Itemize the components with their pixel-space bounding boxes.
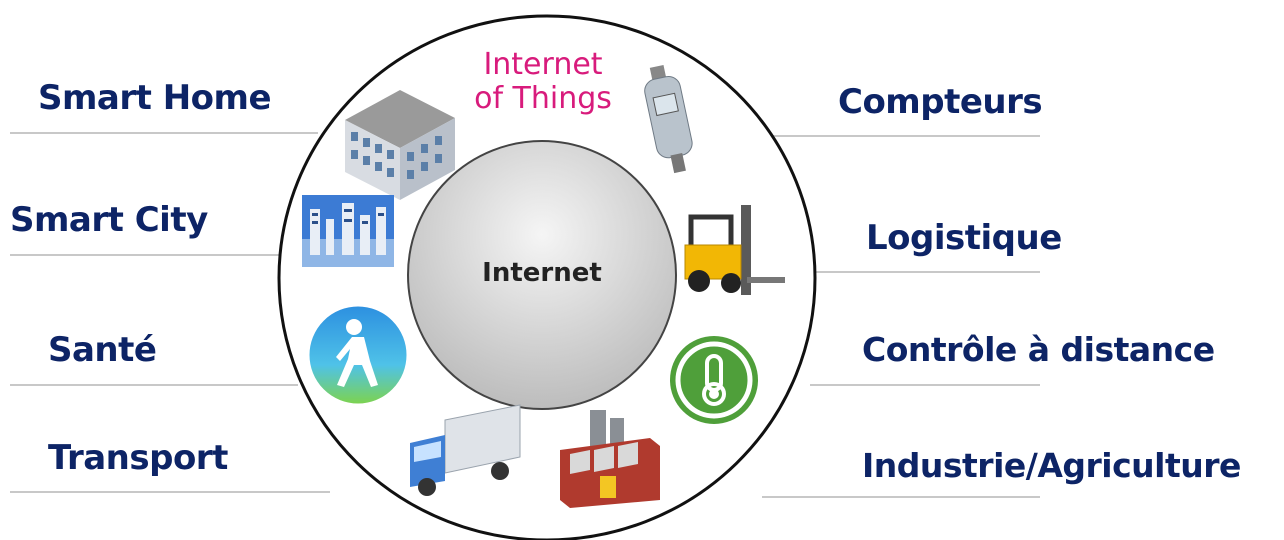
- truck-icon: [410, 404, 521, 496]
- divider-lines: [10, 132, 1040, 498]
- inner-circle: [407, 140, 677, 410]
- center-label: Internet: [482, 258, 602, 288]
- building-icon: [345, 90, 455, 200]
- label-controle-a-distance: Contrôle à distance: [862, 330, 1215, 369]
- title-line-2: of Things: [474, 81, 612, 116]
- label-logistique: Logistique: [866, 218, 1062, 258]
- diagram-title: Internet of Things: [443, 48, 643, 116]
- label-sante: Santé: [48, 330, 157, 370]
- meter-icon: [644, 65, 693, 174]
- thermometer-icon: [670, 336, 758, 424]
- label-transport: Transport: [48, 438, 228, 478]
- label-industrie-agriculture: Industrie/Agriculture: [862, 446, 1241, 485]
- city-icon: [302, 195, 394, 267]
- title-line-1: Internet: [483, 47, 603, 82]
- label-compteurs: Compteurs: [838, 82, 1043, 122]
- label-smart-home: Smart Home: [38, 78, 272, 118]
- label-smart-city: Smart City: [10, 200, 208, 240]
- walking-person-icon: [306, 303, 410, 407]
- forklift-icon: [684, 205, 785, 295]
- factory-icon: [560, 410, 660, 508]
